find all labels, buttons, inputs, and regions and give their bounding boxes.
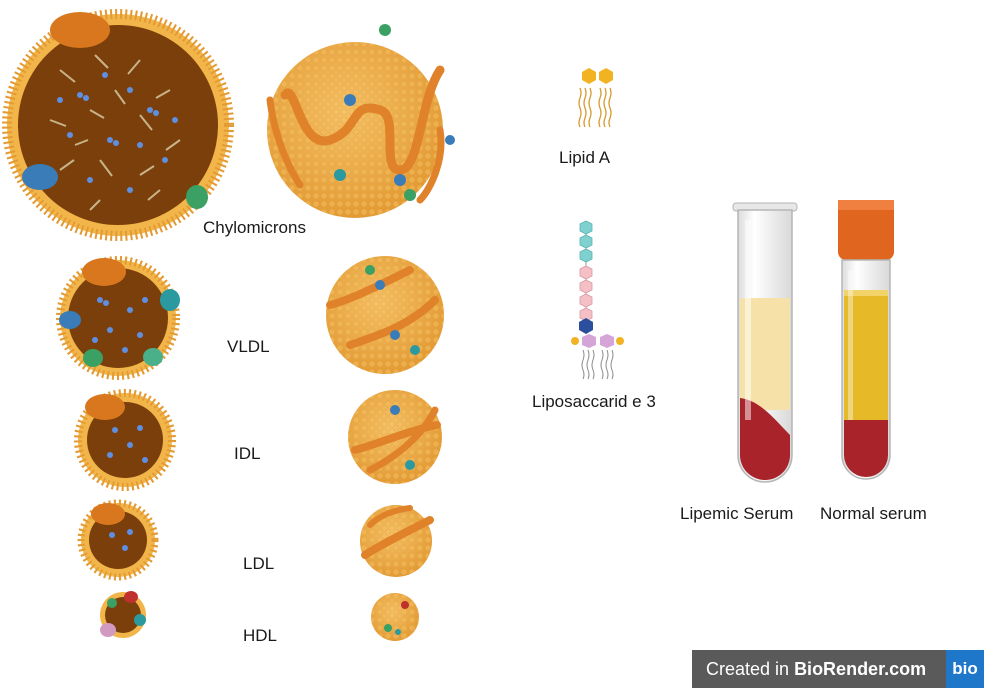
lipid-a-icon <box>578 68 613 128</box>
normal-serum-tube <box>838 200 894 480</box>
normal-serum-label: Normal serum <box>820 504 927 523</box>
liposaccharide-icon <box>571 220 624 380</box>
biorender-logo-icon: bio <box>946 650 984 688</box>
vldl-surface <box>326 256 444 374</box>
hdl-surface <box>371 593 419 641</box>
vldl-label: VLDL <box>227 337 270 356</box>
idl-surface <box>348 390 442 484</box>
chylomicron-surface <box>266 24 455 218</box>
lipemic-serum-label: Lipemic Serum <box>680 504 794 523</box>
vldl-cross-section <box>56 256 180 380</box>
badge-brand: BioRender.com <box>794 658 927 679</box>
chylomicron-cross-section <box>2 9 234 241</box>
idl-label: IDL <box>234 444 261 463</box>
badge-prefix: Created in <box>706 658 790 679</box>
ldl-label: LDL <box>243 554 275 573</box>
biorender-badge[interactable]: Created in BioRender.com bio <box>692 650 984 688</box>
idl-cross-section <box>74 389 176 491</box>
lipemic-serum-tube <box>732 202 798 483</box>
liposaccharide-label: Liposaccarid e 3 <box>532 392 656 411</box>
ldl-cross-section <box>77 499 159 581</box>
hdl-label: HDL <box>243 626 278 645</box>
chylomicrons-label: Chylomicrons <box>203 218 306 237</box>
hdl-cross-section <box>100 591 146 638</box>
ldl-surface <box>360 505 434 577</box>
lipid-a-label: Lipid A <box>559 148 611 167</box>
